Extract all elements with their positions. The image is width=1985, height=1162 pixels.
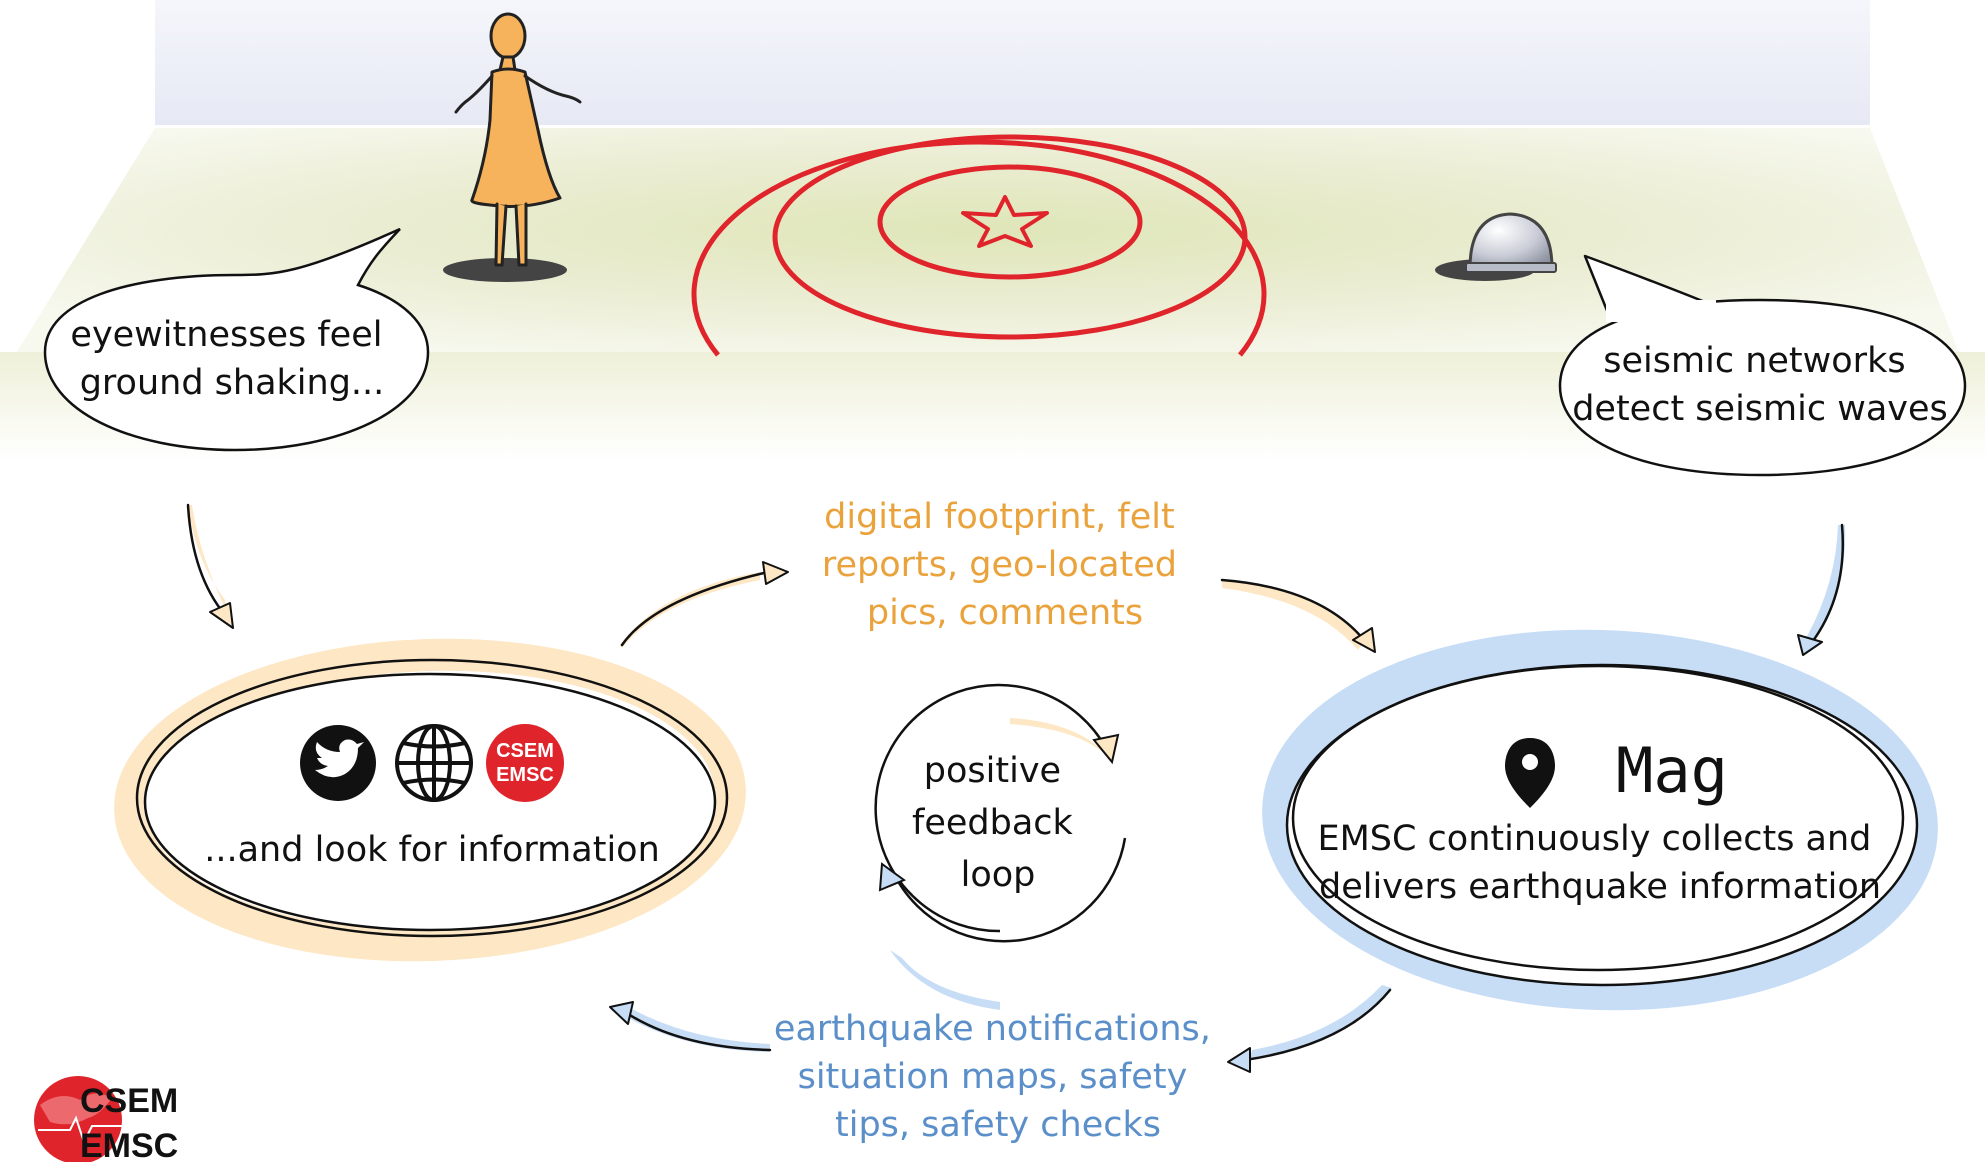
arrow-footprint-to-emsc xyxy=(1220,578,1376,653)
seismometer-icon xyxy=(1435,212,1557,281)
twitter-icon xyxy=(300,725,376,801)
footprint-line-2: reports, geo-located xyxy=(822,545,1177,585)
badge-line-1: CSEM xyxy=(496,740,554,762)
emsc-line-2: delivers earthquake information xyxy=(1319,867,1881,907)
eyewitness-line-2: ground shaking... xyxy=(80,363,385,403)
notifications-text: earthquake notifications, situation maps… xyxy=(774,1009,1222,1145)
emsc-description: EMSC continuously collects and delivers … xyxy=(1317,819,1882,907)
eyewitness-line-1: eyewitnesses feel xyxy=(70,315,382,355)
inner-ring xyxy=(877,164,1143,280)
eyewitness-figure-icon xyxy=(443,12,582,282)
outer-ring xyxy=(691,139,1267,357)
arrow-emsc-to-notifications xyxy=(1227,985,1392,1073)
arrows xyxy=(186,503,1846,1073)
footprint-line-1: digital footprint, felt xyxy=(824,497,1175,537)
epicenter-star-icon xyxy=(961,195,1049,248)
sky-panel xyxy=(155,0,1870,125)
globe-icon xyxy=(395,724,473,802)
arrow-notifications-to-info xyxy=(609,1001,772,1052)
logo-line-2: EMSC xyxy=(80,1127,178,1162)
emsc-line-1: EMSC continuously collects and xyxy=(1317,819,1871,859)
arrow-info-to-footprint xyxy=(620,561,789,648)
notifications-line-3: tips, safety checks xyxy=(835,1105,1161,1145)
location-pin-icon xyxy=(1505,738,1555,808)
feedback-loop: positive feedback loop xyxy=(874,683,1127,1010)
notifications-line-1: earthquake notifications, xyxy=(774,1009,1211,1049)
csem-emsc-badge-icon: CSEM EMSC xyxy=(486,724,564,802)
info-seeking-text: ...and look for information xyxy=(204,830,660,870)
loop-line-1: positive xyxy=(924,751,1061,791)
arrow-network-to-emsc xyxy=(1797,523,1846,656)
seismic-network-text: seismic networks detect seismic waves xyxy=(1572,341,1948,429)
badge-line-2: EMSC xyxy=(496,764,554,786)
arrow-eyewitness-to-info xyxy=(186,503,234,629)
middle-ring xyxy=(772,134,1248,340)
epicenter xyxy=(691,134,1267,357)
loop-line-3: loop xyxy=(961,855,1036,895)
eyewitness-text: eyewitnesses feel ground shaking... xyxy=(70,315,393,403)
loop-line-2: feedback xyxy=(912,803,1074,843)
emsc-node: Mag EMSC continuously collects and deliv… xyxy=(1262,629,1938,1011)
info-seeking-node: CSEM EMSC ...and look for information xyxy=(114,638,746,962)
figure-shadow xyxy=(443,258,567,282)
seismic-line-2: detect seismic waves xyxy=(1572,389,1948,429)
mag-label: Mag xyxy=(1616,734,1728,807)
logo-line-1: CSEM xyxy=(80,1082,178,1120)
footprint-text: digital footprint, felt reports, geo-loc… xyxy=(822,497,1188,633)
orange-highlight xyxy=(114,638,746,962)
seismic-network-speech-bubble: seismic networks detect seismic waves xyxy=(1558,254,1967,477)
footprint-line-3: pics, comments xyxy=(867,593,1143,633)
csem-emsc-logo: CSEM EMSC xyxy=(34,1076,178,1162)
eyewitness-speech-bubble: eyewitnesses feel ground shaking... xyxy=(43,227,430,452)
seismic-line-1: seismic networks xyxy=(1603,341,1905,381)
feedback-loop-text: positive feedback loop xyxy=(912,751,1084,895)
notifications-line-2: situation maps, safety xyxy=(798,1057,1188,1097)
